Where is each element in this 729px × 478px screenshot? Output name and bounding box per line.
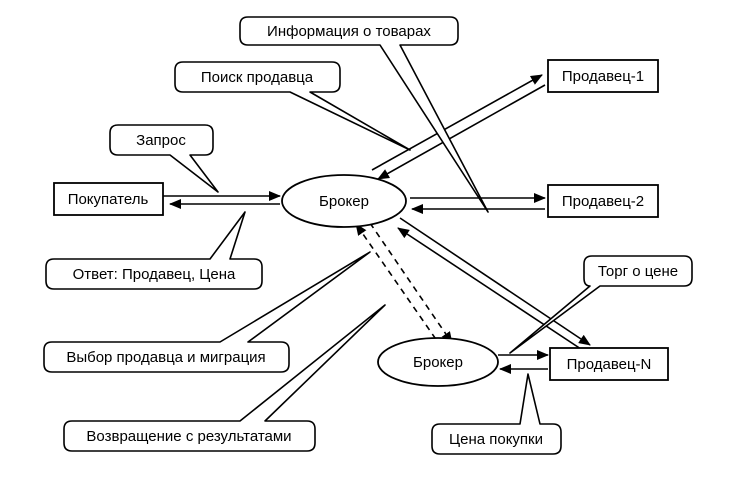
seller1-label: Продавец-1 xyxy=(562,68,644,85)
arrows xyxy=(163,74,591,374)
labels: Покупатель Брокер Брокер Продавец-1 Прод… xyxy=(66,23,678,448)
callout-purchase-price-label: Цена покупки xyxy=(449,431,543,448)
seller2-label: Продавец-2 xyxy=(562,193,644,210)
callout-seller-search-label: Поиск продавца xyxy=(201,69,314,86)
callout-seller-choice-migration-label: Выбор продавца и миграция xyxy=(66,349,265,366)
broker-mobile-ellipse xyxy=(377,337,499,387)
callouts xyxy=(43,16,693,455)
buyer-box xyxy=(53,182,164,216)
callout-seller-choice-migration xyxy=(43,251,371,373)
broker-mobile-label: Брокер xyxy=(413,354,463,371)
callout-product-info xyxy=(239,16,489,213)
callout-product-info-label: Информация о товарах xyxy=(267,23,431,40)
callout-answer xyxy=(45,211,263,290)
broker-main-label: Брокер xyxy=(319,193,369,210)
callout-price-bargain-label: Торг о цене xyxy=(598,263,678,280)
callout-return-results xyxy=(63,304,386,452)
seller1-box xyxy=(547,59,659,93)
seller2-box xyxy=(547,184,659,218)
callout-answer-label: Ответ: Продавец, Цена xyxy=(73,266,236,283)
sellerN-box xyxy=(549,347,669,381)
broker-main-ellipse xyxy=(281,174,407,228)
broker-to-seller1-arrow xyxy=(371,74,543,171)
buyer-label: Покупатель xyxy=(68,191,149,208)
nodes xyxy=(53,59,669,387)
return-dashed-arrow xyxy=(355,223,443,349)
callout-seller-search xyxy=(174,61,411,151)
callout-price-bargain xyxy=(509,255,693,354)
callout-request xyxy=(109,124,219,193)
sellerN-to-broker-arrow xyxy=(397,227,591,356)
callout-purchase-price xyxy=(431,373,562,455)
callout-request-label: Запрос xyxy=(136,132,186,149)
broker-to-sellerN-arrow xyxy=(399,217,591,346)
callout-return-results-label: Возвращение с результатами xyxy=(86,428,291,445)
seller1-to-broker-arrow xyxy=(377,84,546,180)
migration-dashed-arrow xyxy=(369,222,453,344)
sellerN-label: Продавец-N xyxy=(567,356,652,373)
